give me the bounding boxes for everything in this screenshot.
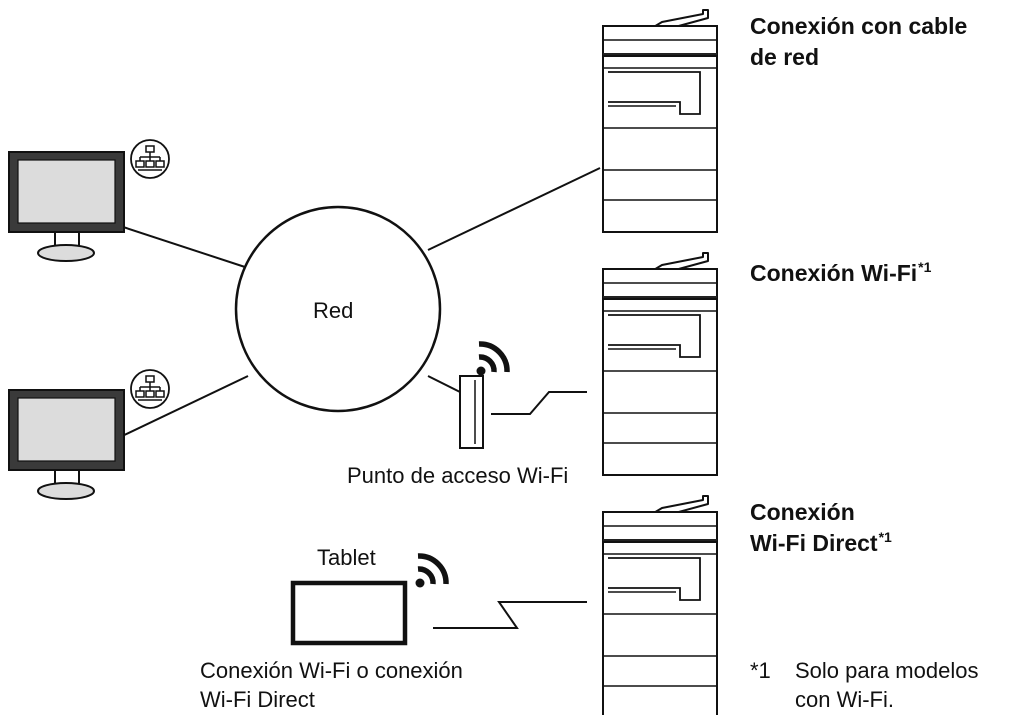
network-icon [130, 139, 170, 179]
monitor-icon [8, 151, 125, 262]
tablet-caption-line1: Conexión Wi-Fi o conexión [200, 658, 463, 683]
footnote-line2: con Wi-Fi. [795, 687, 894, 712]
network-icon [130, 369, 170, 409]
wireless-link-accesspoint [491, 391, 587, 415]
printer-icon [602, 9, 718, 233]
printer-2-label-text: Conexión Wi-Fi [750, 260, 918, 286]
printer-3-label-line1: Conexión [750, 499, 855, 525]
wifi-icon [416, 556, 447, 588]
printer-icon [602, 495, 718, 715]
footnote-ref: *1 [878, 529, 892, 545]
monitor-icon [8, 389, 125, 500]
wifi-icon [477, 344, 508, 376]
printer-3-label-text: Wi-Fi Direct [750, 530, 878, 556]
printer-icon [602, 252, 718, 476]
tablet-caption-line2: Wi-Fi Direct [200, 687, 315, 712]
link-network-printer1 [427, 167, 601, 251]
tablet-icon [290, 580, 408, 646]
link-network-accesspoint [427, 375, 461, 393]
wireless-link-tablet [433, 601, 587, 629]
printer-3-label-line2: Wi-Fi Direct*1 [750, 528, 892, 558]
printer-1-label-line1: Conexión con cable [750, 13, 968, 39]
printer-1-label-line2: de red [750, 44, 820, 70]
footnote-line1: Solo para modelos [795, 658, 979, 683]
link-pc1-network [116, 224, 249, 269]
footnote-mark: *1 [750, 658, 771, 683]
link-pc2-network [117, 375, 249, 439]
network-label: Red [313, 298, 354, 323]
tablet-label: Tablet [317, 545, 376, 570]
footnote-ref: *1 [918, 259, 932, 275]
access-point-label: Punto de acceso Wi-Fi [347, 463, 569, 488]
printer-2-label: Conexión Wi-Fi*1 [750, 258, 931, 288]
network-circle [234, 205, 442, 413]
access-point-icon [459, 375, 484, 449]
